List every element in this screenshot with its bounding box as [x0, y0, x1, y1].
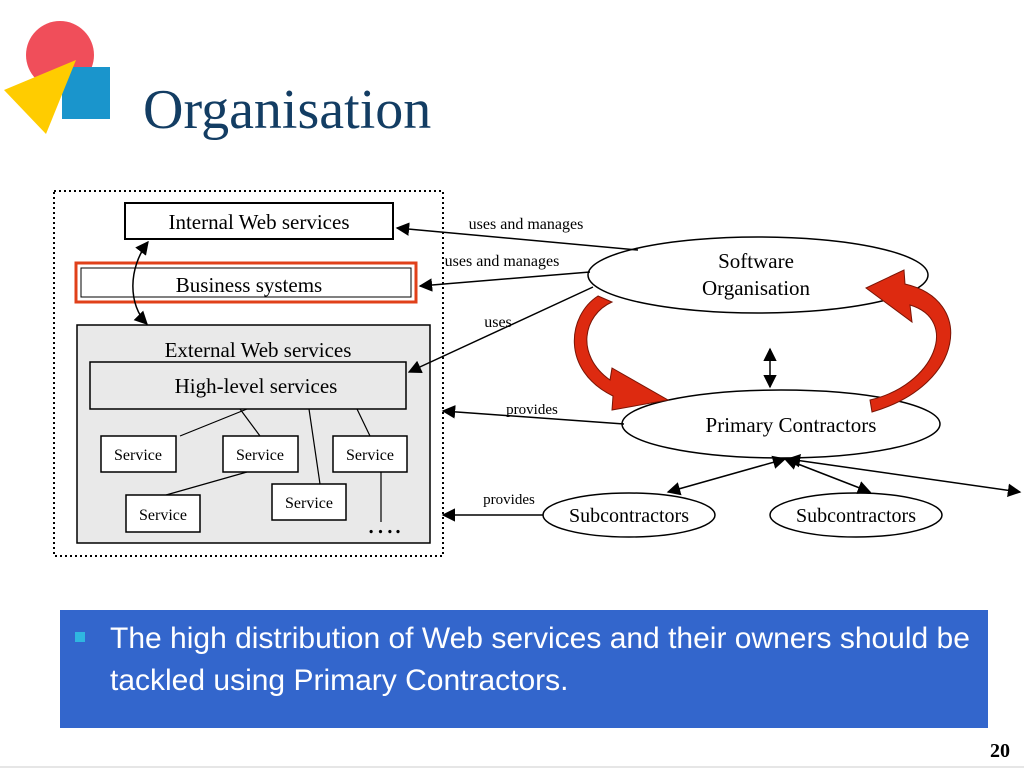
logo-blue-square [62, 67, 110, 119]
edge-primary-subcontractor-left [666, 455, 787, 496]
internal-web-services-box [124, 202, 394, 240]
service-box [332, 435, 408, 473]
service-label: Service [236, 447, 284, 464]
edge-label-uses-and-manages: uses and manages [445, 253, 560, 270]
bullet-text: The high distribution of Web services an… [110, 622, 970, 697]
service-label: Service [114, 447, 162, 464]
edge-label-uses-and-manages: uses and manages [469, 216, 584, 233]
bullet-marker-icon [75, 632, 85, 642]
service-box [271, 483, 347, 521]
primary-contractors-label: Primary Contractors [706, 413, 877, 437]
internal-web-services-label: Internal Web services [168, 210, 349, 234]
software-organisation-label: Organisation [702, 276, 811, 300]
bullet-box: The high distribution of Web services an… [60, 610, 988, 728]
logo [4, 21, 110, 134]
service-label: Service [346, 447, 394, 464]
page-title: Organisation [143, 79, 432, 141]
cycle-arrow-right [865, 269, 952, 413]
edge-label-provides: provides [483, 492, 535, 508]
footer-divider [0, 766, 1024, 768]
external-web-services-label: External Web services [165, 338, 352, 362]
service-label: Service [285, 495, 333, 512]
cycle-arrow-left [573, 295, 670, 411]
subcontractors-label: Subcontractors [796, 505, 916, 527]
edge-primary-external [786, 454, 1022, 497]
edge-label-provides: provides [506, 402, 558, 418]
high-level-services-label: High-level services [175, 374, 338, 398]
internal-external-link-arrow [132, 240, 149, 325]
service-label: Service [139, 507, 187, 524]
page-number: 20 [990, 740, 1010, 762]
service-box [222, 435, 299, 473]
subcontractors-label: Subcontractors [569, 505, 689, 527]
edge-uses-and-manages-business [418, 271, 591, 292]
service-box [125, 494, 201, 533]
service-box [100, 435, 177, 473]
more-services-ellipsis: …. [367, 509, 402, 540]
organisation-diagram: Internal Web services Business systems E… [53, 190, 1022, 557]
edge-uses-and-manages-internal [395, 222, 639, 251]
logo-yellow-triangle [4, 60, 76, 134]
edge-uses-external [407, 286, 594, 374]
organisation-boundary [53, 190, 444, 557]
business-systems-label: Business systems [176, 273, 322, 297]
edge-provides-primary [441, 405, 625, 425]
business-systems-inner-box [80, 267, 412, 298]
software-organisation-node [587, 236, 929, 314]
software-organisation-label: Software [718, 249, 794, 273]
high-level-services-box [89, 361, 407, 410]
edge-label-uses: uses [484, 314, 512, 331]
service-connections [165, 408, 382, 522]
